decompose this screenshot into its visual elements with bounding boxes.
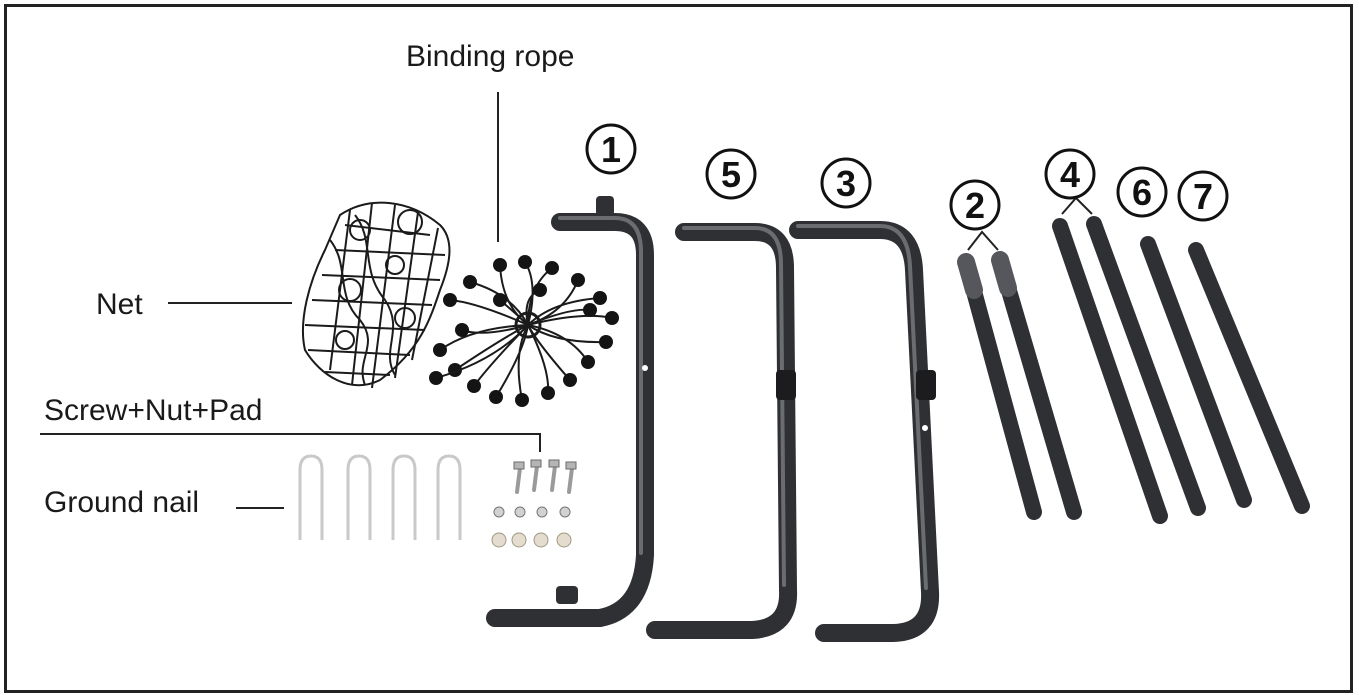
rope-ball xyxy=(583,303,597,317)
screw-nut-pad-label: Screw+Nut+Pad xyxy=(44,394,262,427)
part-number-6: 6 xyxy=(1116,166,1168,218)
rope-ball xyxy=(489,390,503,404)
net-label: Net xyxy=(96,288,143,321)
rope-ball xyxy=(593,291,607,305)
binding-rope-label: Binding rope xyxy=(406,40,574,73)
tube-part-5 xyxy=(646,223,798,639)
tube-part-3 xyxy=(789,221,940,642)
rope-ball xyxy=(455,323,469,337)
svg-text:3: 3 xyxy=(836,163,856,204)
rope-cord xyxy=(454,324,529,371)
rope-ball xyxy=(541,386,555,400)
binding-rope-icon xyxy=(429,255,619,407)
rope-cord xyxy=(527,324,607,344)
rope-ball xyxy=(463,275,477,289)
rope-ball xyxy=(581,355,595,369)
rope-ball xyxy=(605,311,619,325)
poles-part-2 xyxy=(957,251,1082,520)
svg-text:5: 5 xyxy=(721,154,741,195)
rope-ball xyxy=(571,273,585,287)
svg-text:1: 1 xyxy=(601,129,621,170)
rope-cord xyxy=(495,324,529,398)
part-number-1: 1 xyxy=(585,123,637,175)
ground-nail-icon xyxy=(298,454,462,540)
rope-ball xyxy=(563,373,577,387)
diagram-frame xyxy=(4,4,1353,693)
ground-nail-label: Ground nail xyxy=(44,486,199,519)
rope-ball xyxy=(515,393,529,407)
rope-knot xyxy=(514,311,542,339)
svg-text:2: 2 xyxy=(965,185,985,226)
rope-cord xyxy=(517,324,529,401)
rope-ball xyxy=(545,261,559,275)
rope-ball xyxy=(429,371,443,385)
rope-ball xyxy=(433,343,447,357)
pole-part-6 xyxy=(1140,236,1252,508)
part-2-leader xyxy=(967,230,999,251)
part-number-7: 7 xyxy=(1177,170,1229,222)
tube-part-1 xyxy=(486,196,654,627)
rope-cord xyxy=(527,297,601,326)
net-icon xyxy=(301,201,451,389)
rope-ball xyxy=(467,379,481,393)
rope-ball xyxy=(493,258,507,272)
rope-cord xyxy=(527,324,571,381)
screw-leader xyxy=(40,433,541,452)
part-number-4: 4 xyxy=(1044,148,1096,200)
part-number-3: 3 xyxy=(820,157,872,209)
poles-part-4 xyxy=(1052,216,1206,524)
rope-ball xyxy=(518,255,532,269)
rope-ball xyxy=(443,293,457,307)
svg-text:4: 4 xyxy=(1060,154,1080,195)
svg-text:6: 6 xyxy=(1132,172,1152,213)
rope-ball xyxy=(533,283,547,297)
part-number-2: 2 xyxy=(949,179,1001,231)
part-4-leader xyxy=(1061,196,1093,215)
rope-ball xyxy=(493,293,507,307)
svg-text:7: 7 xyxy=(1193,176,1213,217)
screw-nut-pad-icon xyxy=(491,459,577,548)
rope-ball xyxy=(599,335,613,349)
part-number-5: 5 xyxy=(705,148,757,200)
pole-part-7 xyxy=(1188,242,1310,514)
